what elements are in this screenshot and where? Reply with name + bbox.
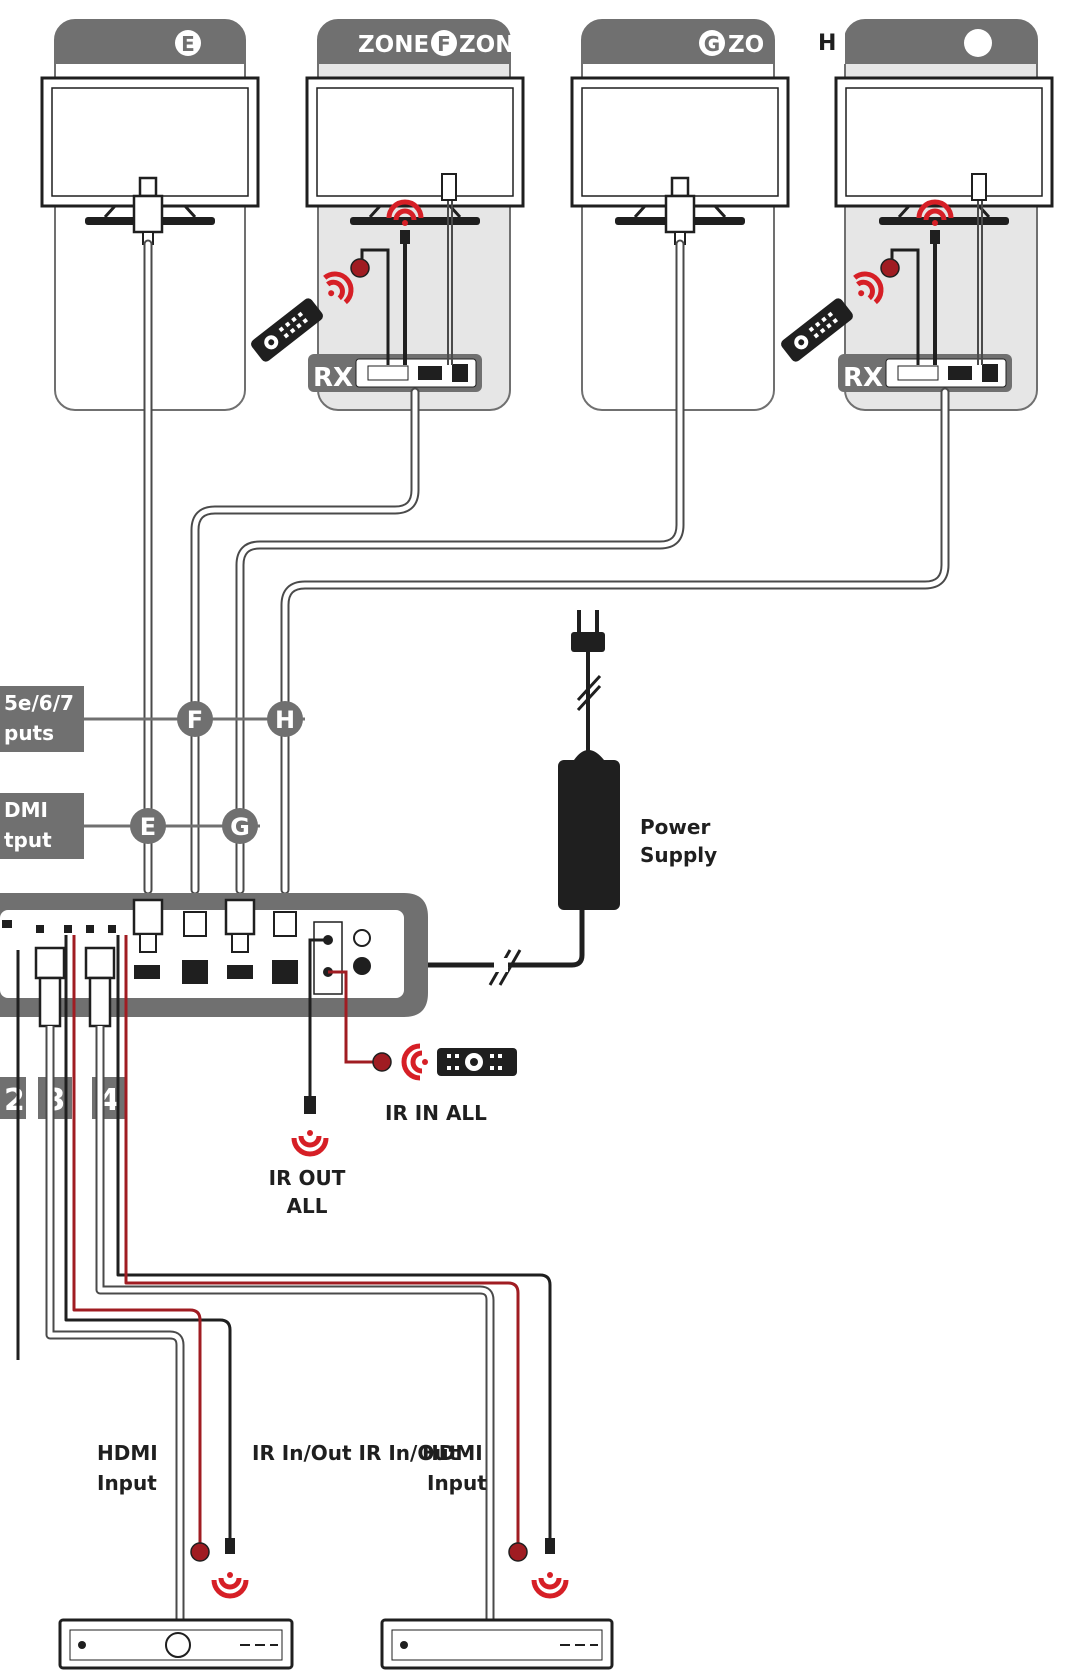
tv-zone-h: [834, 76, 1054, 225]
power-supply-label-line1: Power: [640, 815, 710, 839]
rx-unit-zone-h: RX: [838, 354, 1012, 393]
zone-f-header: ZONE: [358, 32, 429, 58]
ir-in-all-cable: [328, 970, 428, 1078]
rx-unit-zone-f: RX: [308, 354, 482, 393]
power-cable-break-gap: [494, 958, 508, 972]
zone-f-badge-circle: [431, 30, 457, 56]
zone-g-badge-circle: [699, 30, 725, 56]
ir-emitters-left: [190, 1538, 246, 1596]
legend-marker-g: G: [222, 808, 258, 844]
input-cables: [16, 935, 552, 1640]
svg-text:H: H: [275, 706, 295, 734]
source-device-right: [380, 1618, 614, 1670]
ir-out-all-cable: [294, 938, 328, 1154]
hdmi-plug-tv-e: [132, 176, 164, 245]
ir-out-all-label-line2: ALL: [287, 1194, 328, 1218]
hdmi-input-left-line2: Input: [97, 1471, 157, 1495]
tv-zone-g: [570, 76, 790, 225]
hdmi-input-right-line2: Input: [427, 1471, 487, 1495]
power-plug: [571, 610, 605, 770]
legend-top-line1: 5e/6/7: [4, 691, 74, 715]
svg-text:F: F: [187, 706, 203, 734]
svg-text:G: G: [230, 813, 250, 841]
power-cable: [392, 930, 585, 968]
remote-zone-f: [251, 298, 323, 362]
hdmi-input-right-line1: HDMI: [422, 1441, 483, 1465]
ir-inout-label: IR In/Out IR In/Out: [252, 1441, 459, 1465]
ir-emitters-right: [508, 1538, 566, 1596]
legend-marker-f: F: [177, 701, 213, 737]
legend-top: 5e/6/7 puts: [0, 686, 305, 752]
hdmi-plug-tv-g: [664, 176, 696, 245]
zone-h-badge-circle: [964, 29, 992, 57]
switcher-output-plugs: [132, 898, 297, 953]
tv-zone-f: [305, 76, 525, 225]
source-device-left: [58, 1618, 294, 1670]
long-cables: [143, 239, 950, 895]
remote-ir-in-all: [437, 1048, 517, 1076]
input-tag-2: 2: [0, 1077, 26, 1119]
legend-marker-h: H: [267, 701, 303, 737]
power-supply-brick: [558, 750, 620, 930]
legend-bottom: DMI tput: [0, 793, 260, 859]
rx-label-f: RX: [313, 363, 353, 393]
svg-text:2: 2: [4, 1083, 25, 1118]
zone-f-badge: F: [437, 32, 451, 56]
rx-label-h: RX: [843, 363, 883, 393]
legend-bottom-line1: DMI: [4, 798, 48, 822]
hdmi-input-left-line1: HDMI: [97, 1441, 158, 1465]
rx-cables-zone-h: [880, 173, 987, 365]
zone-e-badge-circle: [175, 30, 201, 56]
power-supply-label-line2: Supply: [640, 843, 717, 867]
legend-bottom-line2: tput: [4, 828, 52, 852]
remote-zone-h: [781, 298, 853, 362]
svg-text:E: E: [140, 813, 156, 841]
zone-h-header: H: [818, 31, 836, 56]
zone-e-badge: E: [181, 32, 195, 56]
legend-top-line2: puts: [4, 721, 54, 745]
zone-header-gap: [775, 20, 845, 64]
legend-marker-e: E: [130, 808, 166, 844]
zone-g-header-tail: ZO: [728, 32, 764, 58]
ir-in-all-label: IR IN ALL: [385, 1101, 487, 1125]
ir-out-all-label-line1: IR OUT: [269, 1166, 346, 1190]
zone-f-header-tail: ZON: [459, 32, 514, 58]
rx-cables-zone-f: [350, 173, 457, 365]
zone-g-badge: G: [704, 32, 720, 56]
